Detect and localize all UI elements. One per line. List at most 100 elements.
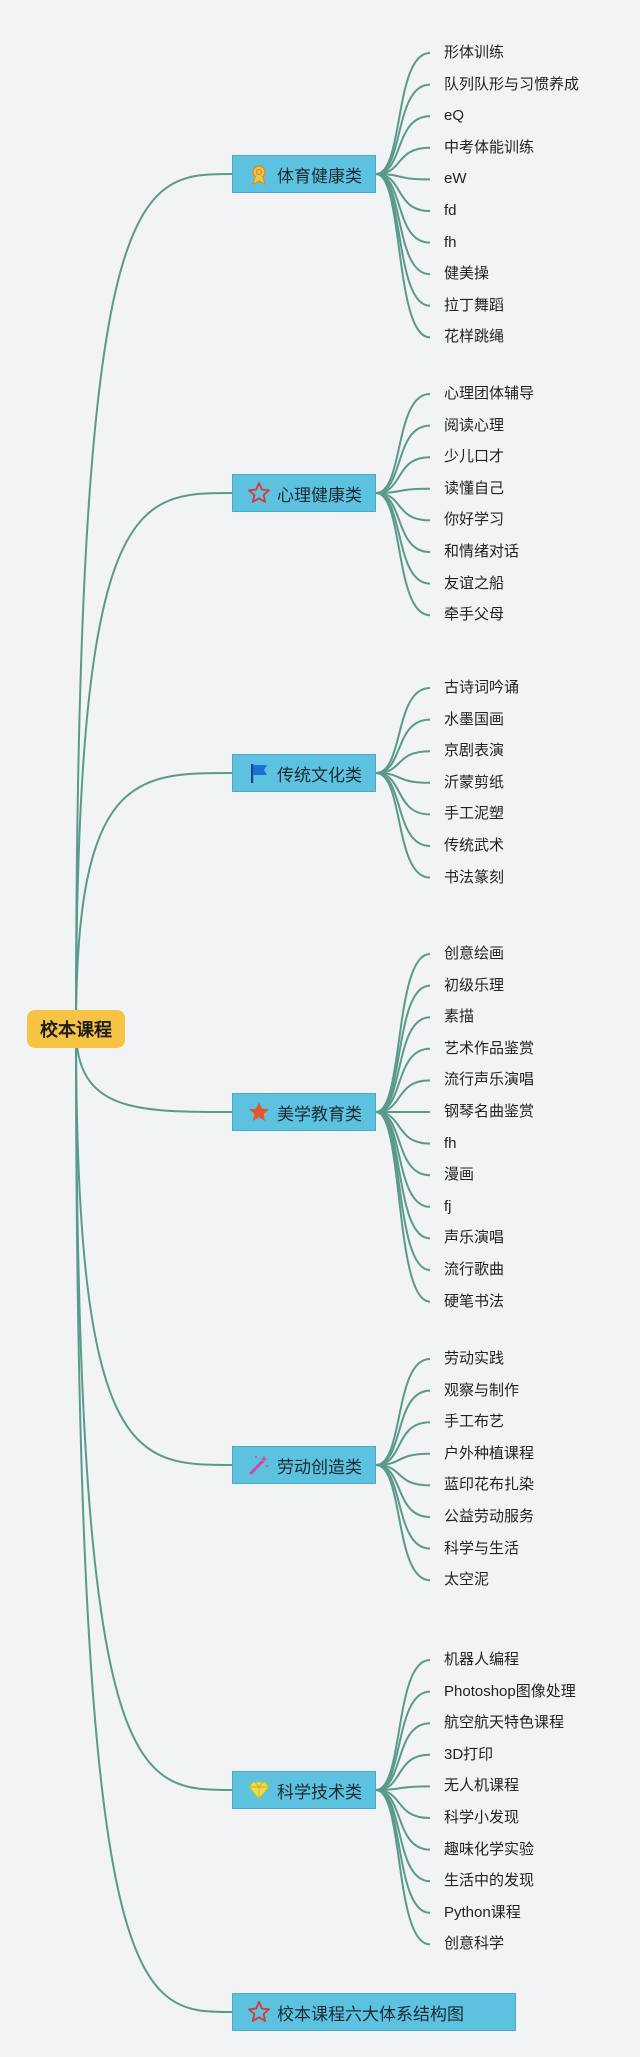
connector-line [375,492,431,617]
connector-line [375,1789,431,1851]
category-label: 劳动创造类 [277,1457,362,1477]
connector-line [375,52,431,175]
category-node[interactable]: 校本课程六大体系结构图 [232,1993,516,2031]
connector-line [375,1358,431,1466]
leaf-item[interactable]: 手工泥塑 [444,805,505,823]
leaf-item[interactable]: 队列队形与习惯养成 [444,75,580,93]
connector-line [375,1464,431,1518]
category-node[interactable]: 心理健康类 [232,474,376,512]
connector-line [75,772,233,1030]
leaf-item[interactable]: 观察与制作 [444,1381,520,1399]
leaf-item[interactable]: 友谊之船 [444,574,505,592]
leaf-item[interactable]: 创意绘画 [444,945,505,962]
connector-line [375,115,431,175]
leaf-item[interactable]: 声乐演唱 [444,1229,505,1247]
connector-line [375,1722,431,1791]
leaf-item[interactable]: 京剧表演 [444,742,505,760]
leaf-item[interactable]: 健美操 [444,265,490,283]
leaf-item[interactable]: 机器人编程 [444,1651,520,1668]
leaf-item[interactable]: 心理团体辅导 [444,385,535,402]
leaf-item[interactable]: 科学小发现 [444,1809,520,1826]
leaf-item[interactable]: 阅读心理 [444,416,505,434]
connector-line [375,1789,431,1946]
star-outline-icon [247,2000,271,2024]
category-node[interactable]: 科学技术类 [232,1771,376,1809]
leaf-item[interactable]: 少儿口才 [444,448,505,466]
leaf-item[interactable]: 趣味化学实验 [444,1840,535,1858]
connector-line [375,393,431,494]
leaf-item[interactable]: 流行声乐演唱 [444,1071,535,1089]
leaf-item[interactable]: 无人机课程 [444,1777,520,1795]
magic-wand-icon [247,1453,271,1477]
leaf-item[interactable]: eW [444,170,467,188]
leaf-item[interactable]: 素描 [444,1008,475,1026]
connector-line [75,1028,233,1466]
leaf-item[interactable]: 和情绪对话 [444,543,520,560]
leaf-item[interactable]: 科学与生活 [444,1539,520,1557]
root-label: 校本课程 [40,1020,112,1040]
connector-line [375,456,431,494]
leaf-item[interactable]: fd [444,202,457,219]
leaf-item[interactable]: 牵手父母 [444,606,505,624]
leaf-item[interactable]: Python课程 [444,1903,521,1921]
leaf-item[interactable]: 硬笔书法 [444,1292,505,1310]
leaf-item[interactable]: 创意科学 [444,1935,505,1953]
connector-line [375,1690,431,1791]
connector-line [375,1659,431,1791]
leaf-item[interactable]: 公益劳动服务 [444,1508,535,1525]
leaf-item[interactable]: 水墨国画 [444,710,505,728]
category-node[interactable]: 体育健康类 [232,155,376,193]
leaf-item[interactable]: 蓝印花布扎染 [444,1476,535,1494]
leaf-item[interactable]: 初级乐理 [444,976,505,994]
category-label: 科学技术类 [277,1782,362,1802]
leaf-item[interactable]: fh [444,1134,457,1152]
leaf-item[interactable]: 航空航天特色课程 [444,1714,565,1732]
leaf-item[interactable]: 拉丁舞蹈 [444,296,505,314]
leaf-item[interactable]: 劳动实践 [444,1350,505,1367]
category-label: 体育健康类 [277,166,362,186]
connector-line [375,718,431,774]
connector-line [375,173,431,339]
leaf-item[interactable]: 传统武术 [444,837,505,854]
connector-line [75,173,233,1030]
category-label: 心理健康类 [277,485,362,505]
category-node[interactable]: 美学教育类 [232,1093,376,1131]
root-node[interactable]: 校本课程 [27,1010,125,1048]
leaf-item[interactable]: 流行歌曲 [444,1261,505,1278]
leaf-item[interactable]: 手工布艺 [444,1413,505,1431]
connector-line [75,492,233,1030]
connector-line [375,687,431,774]
leaf-item[interactable]: fj [444,1197,452,1215]
leaf-item[interactable]: 花样跳绳 [444,328,505,346]
leaf-item[interactable]: 生活中的发现 [444,1872,535,1890]
leaf-item[interactable]: 户外种植课程 [444,1444,535,1462]
leaf-item[interactable]: 读懂自己 [444,479,505,497]
leaf-item[interactable]: 艺术作品鉴赏 [444,1039,535,1057]
connector-line [375,1016,431,1113]
connector-line [375,984,431,1113]
leaf-item[interactable]: fh [444,233,457,251]
leaf-item[interactable]: eQ [444,107,465,125]
connector-line [375,173,431,244]
leaf-item[interactable]: 太空泥 [444,1571,490,1589]
leaf-item[interactable]: 你好学习 [444,511,505,529]
category-node[interactable]: 劳动创造类 [232,1446,376,1484]
connector-line [375,83,431,175]
leaf-item[interactable]: 漫画 [444,1166,475,1184]
leaf-item[interactable]: 中考体能训练 [444,138,535,156]
leaf-item[interactable]: 沂蒙剪纸 [444,773,505,791]
leaf-item[interactable]: 钢琴名曲鉴赏 [444,1103,535,1120]
leaf-item[interactable]: 形体训练 [444,44,505,61]
connector-line [375,1389,431,1466]
leaf-item[interactable]: 3D打印 [444,1745,494,1763]
category-node[interactable]: 传统文化类 [232,754,376,792]
connector-line [375,772,431,879]
connector-line [375,492,431,553]
diamond-icon [247,1778,271,1802]
connector-line [375,424,431,494]
connector-line [75,1028,233,2013]
leaf-item[interactable]: 书法篆刻 [444,868,505,886]
leaf-item[interactable]: 古诗词吟诵 [444,679,520,696]
leaf-item[interactable]: Photoshop图像处理 [444,1682,576,1700]
